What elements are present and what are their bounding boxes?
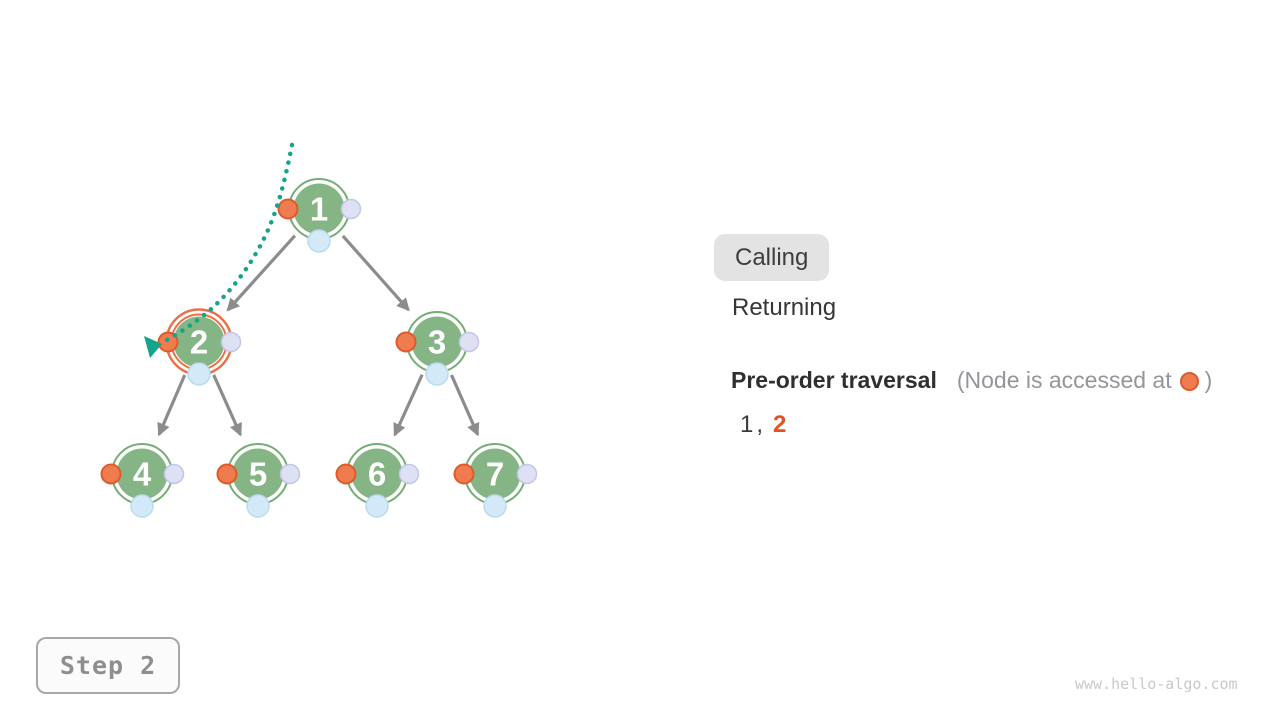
preorder-access-dot: [157, 331, 179, 353]
preorder-access-dot: [395, 331, 417, 353]
inorder-slot-dot: [220, 331, 242, 353]
returning-label: Returning: [732, 294, 837, 321]
node-label: 7: [486, 456, 504, 493]
postorder-slot-dot: [307, 229, 331, 253]
step-label: Step 2: [59, 651, 157, 680]
node-body: [411, 316, 463, 368]
tree-edge-2-5: [212, 374, 242, 437]
tree-node-7: 7: [453, 443, 538, 518]
binary-tree-canvas: 1 2 3 4 5 6 7: [100, 142, 538, 518]
inorder-slot-dot: [279, 463, 301, 485]
traversal-note-prefix: (Node is accessed at: [956, 367, 1172, 393]
legend-returning-label: Returning: [732, 294, 836, 322]
inorder-slot-dot: [516, 463, 538, 485]
traversal-sequence: 1,2: [740, 411, 786, 439]
traversal-pointer-arrowhead-icon: [144, 336, 162, 358]
tree-node-1: 1: [277, 178, 362, 253]
node-body: [351, 448, 403, 500]
preorder-access-dot: [335, 463, 357, 485]
legend-calling-badge: Calling: [714, 234, 830, 281]
postorder-slot-dot: [130, 494, 154, 518]
inorder-slot-dot: [458, 331, 480, 353]
node-label: 5: [249, 456, 267, 493]
postorder-slot-dot: [483, 494, 507, 518]
watermark-url: www.hello-algo.com: [1075, 675, 1238, 693]
node-body: [232, 448, 284, 500]
node-label: 3: [428, 324, 446, 361]
traversal-caption: Pre-order traversal (Node is accessed at): [731, 366, 1212, 394]
node-label: 4: [133, 456, 152, 493]
traversal-pointer-path: [162, 142, 295, 344]
tree-edge-1-2: [226, 234, 297, 312]
preorder-access-dot: [277, 198, 299, 220]
preorder-access-dot: [453, 463, 475, 485]
node-label: 1: [310, 191, 328, 228]
tree-node-2: 2: [157, 308, 242, 386]
inorder-slot-dot: [163, 463, 185, 485]
node-body: [173, 316, 225, 368]
tree-edge-1-3: [341, 234, 410, 312]
postorder-slot-dot: [246, 494, 270, 518]
step-indicator: Step 2: [36, 637, 180, 694]
tree-edge-3-7: [450, 374, 480, 437]
node-body: [116, 448, 168, 500]
node-label: 6: [368, 456, 386, 493]
tree-node-3: 3: [395, 311, 480, 386]
traversal-note-suffix: ): [1204, 367, 1213, 393]
inorder-slot-dot: [340, 198, 362, 220]
tree-node-4: 4: [100, 443, 185, 518]
postorder-slot-dot: [365, 494, 389, 518]
inorder-slot-dot: [398, 463, 420, 485]
traversal-note: (Node is accessed at): [957, 367, 1212, 393]
node-body: [469, 448, 521, 500]
sequence-value-2: 2: [773, 411, 787, 438]
access-dot-icon: [1179, 372, 1199, 391]
traversal-title: Pre-order traversal: [731, 367, 937, 393]
preorder-access-dot: [216, 463, 238, 485]
node-label: 2: [190, 324, 208, 361]
tree-node-6: 6: [335, 443, 420, 518]
postorder-slot-dot: [425, 362, 449, 386]
postorder-slot-dot: [187, 362, 211, 386]
tree-edge-3-6: [393, 374, 424, 437]
tree-edge-2-4: [157, 374, 187, 437]
sequence-value-1: 1: [740, 411, 754, 438]
tree-node-5: 5: [216, 443, 301, 518]
sequence-separator: ,: [756, 411, 764, 438]
preorder-access-dot: [100, 463, 122, 485]
calling-label: Calling: [735, 244, 809, 271]
node-body: [293, 183, 345, 235]
